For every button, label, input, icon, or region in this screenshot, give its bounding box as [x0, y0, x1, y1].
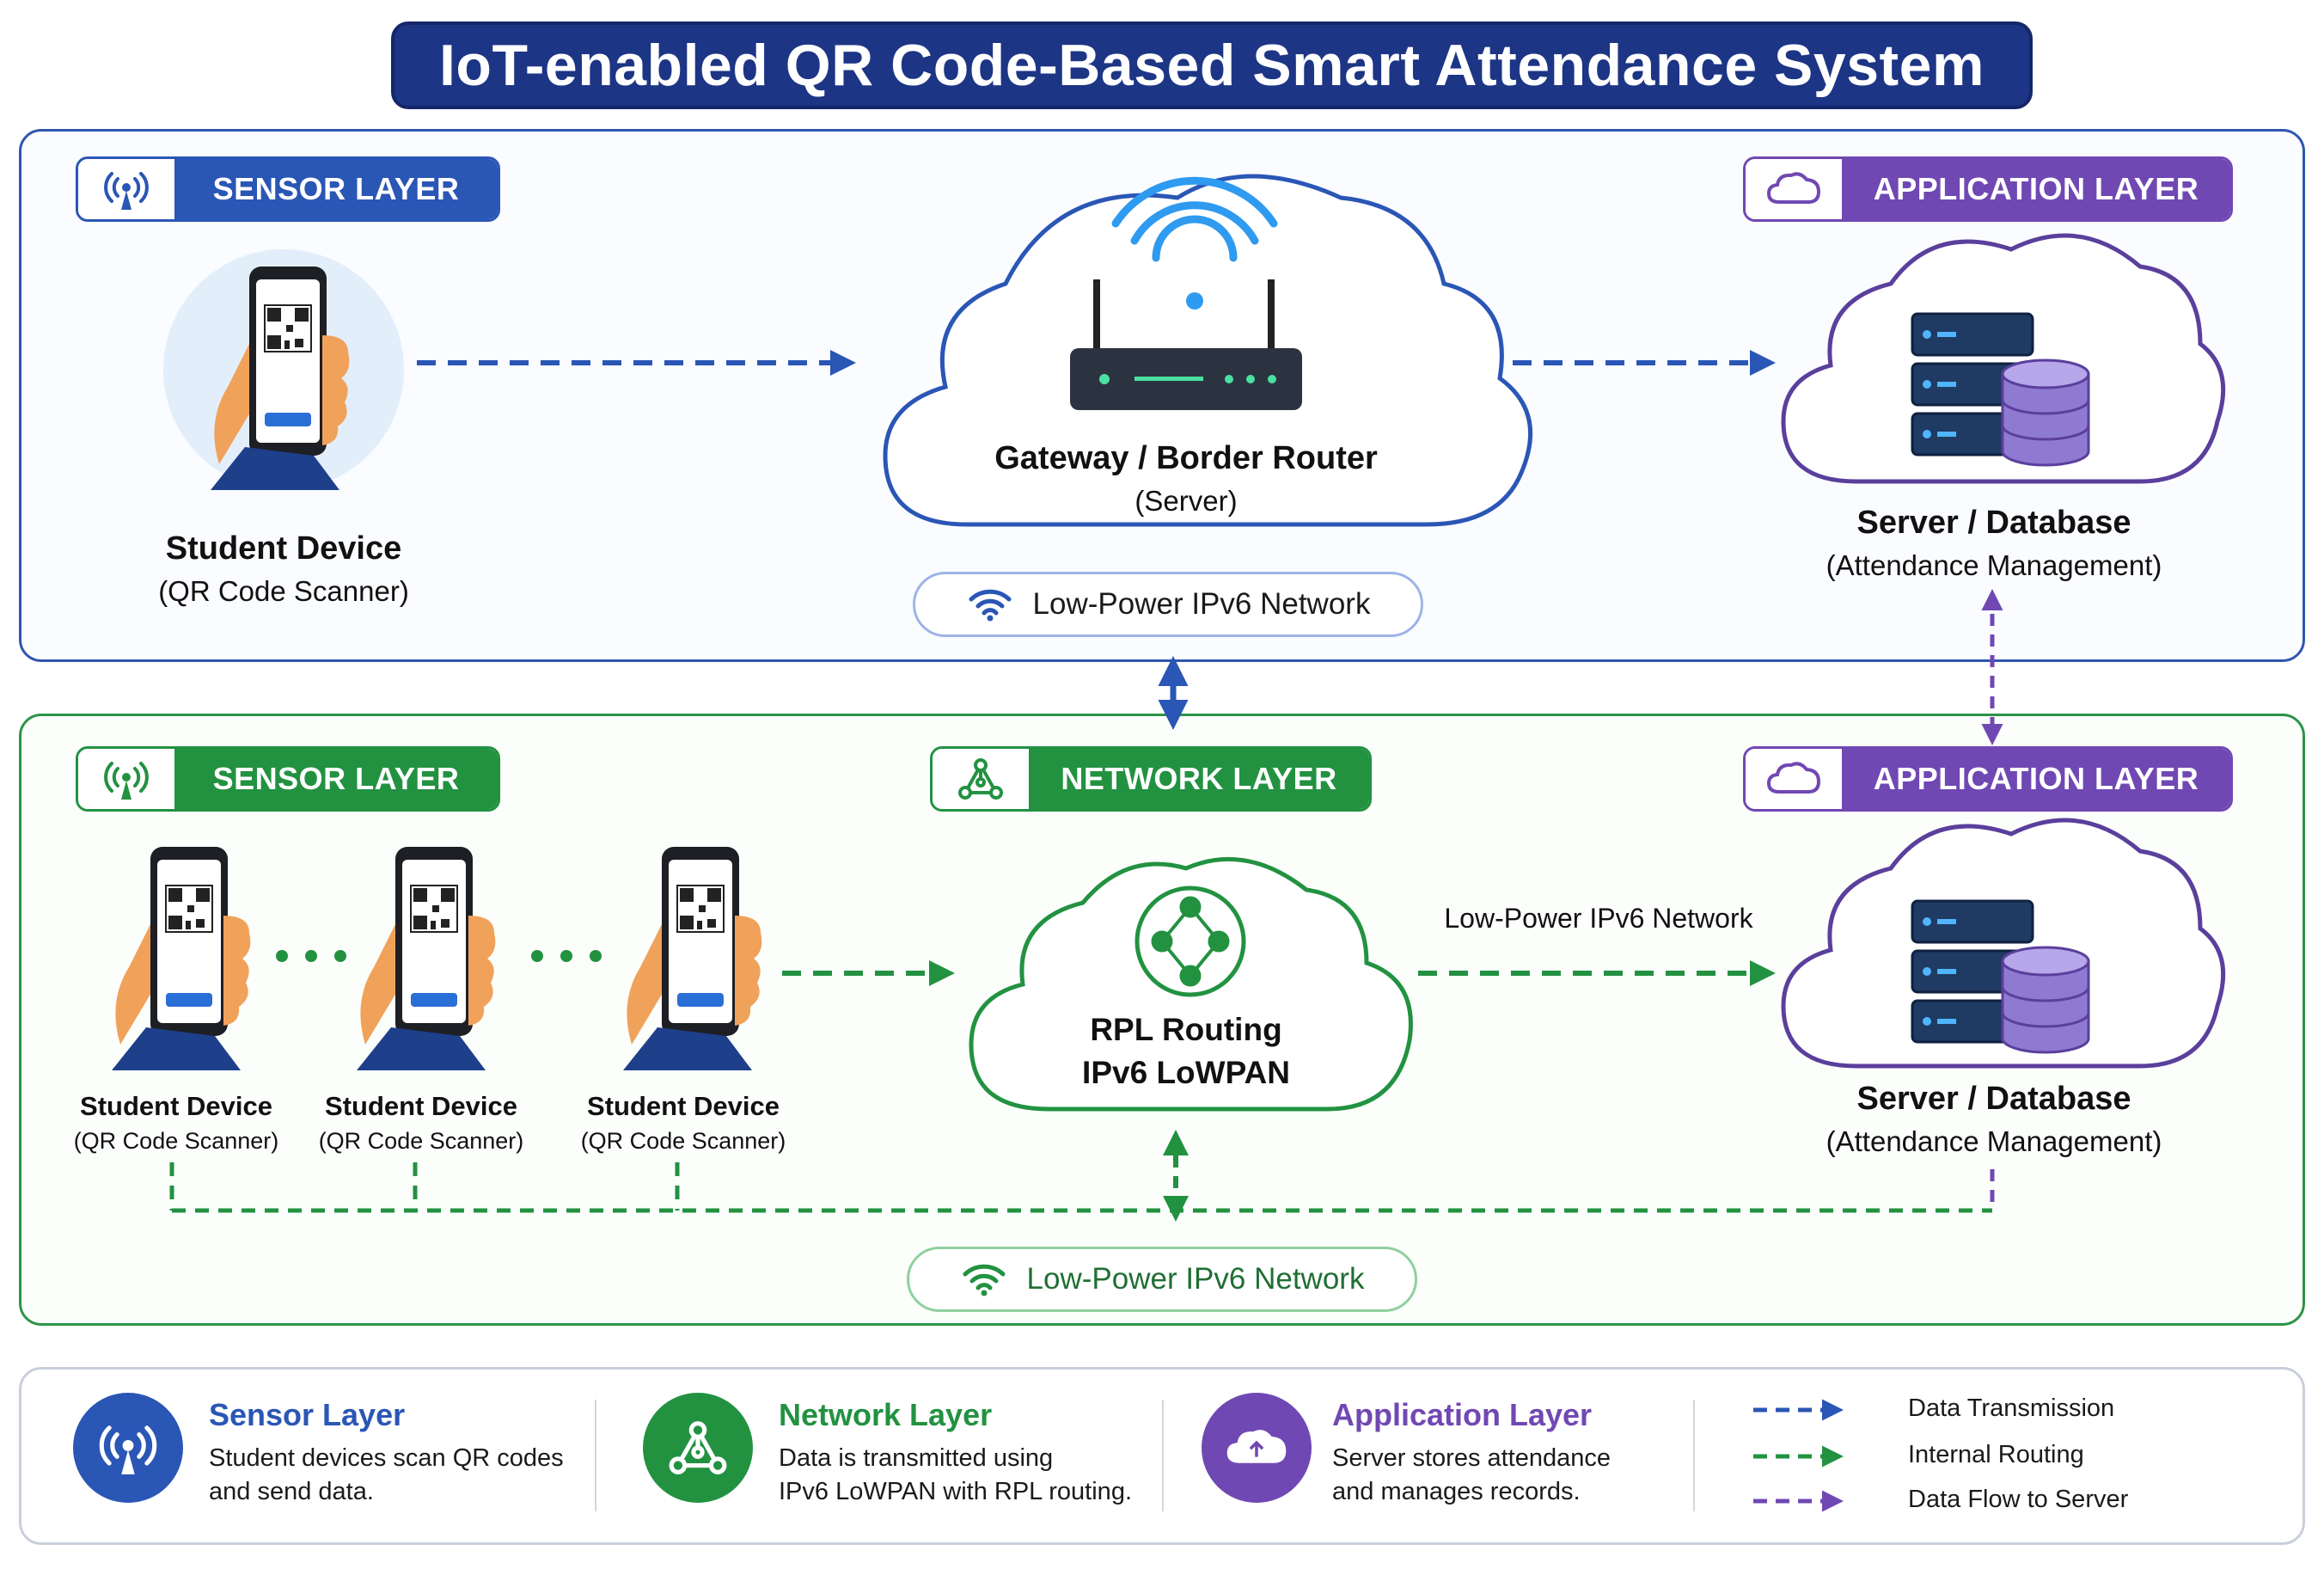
- network-layer-badge: NETWORK LAYER: [930, 746, 1372, 812]
- legend-divider: [595, 1400, 596, 1511]
- top-sensor-layer-label: SENSOR LAYER: [174, 159, 498, 219]
- bottom-student-device-label-1: Student Device (QR Code Scanner): [73, 1091, 279, 1154]
- title-bar: IoT-enabled QR Code-Based Smart Attendan…: [391, 21, 2033, 109]
- legend-network: Network Layer Data is transmitted using …: [779, 1397, 1132, 1506]
- cloud-icon: [1746, 749, 1842, 809]
- legend-internal-routing: Internal Routing: [1908, 1441, 2084, 1468]
- legend-sensor-icon: [73, 1393, 183, 1503]
- bottom-student-device-label-2: Student Device (QR Code Scanner): [318, 1091, 524, 1154]
- bottom-application-layer-label: APPLICATION LAYER: [1842, 749, 2230, 809]
- cloud-icon: [1746, 159, 1842, 219]
- legend-divider: [1693, 1400, 1695, 1511]
- legend-application-icon: [1202, 1393, 1312, 1503]
- antenna-icon: [78, 749, 174, 809]
- legend-data-transmission: Data Transmission: [1908, 1394, 2115, 1422]
- top-sensor-layer-badge: SENSOR LAYER: [76, 156, 500, 222]
- page-title: IoT-enabled QR Code-Based Smart Attendan…: [439, 33, 1985, 98]
- top-student-device-label: Student Device (QR Code Scanner): [158, 530, 409, 607]
- wifi-icon: [963, 1264, 1006, 1296]
- legend-divider: [1162, 1400, 1164, 1511]
- legend-network-icon: [643, 1393, 753, 1503]
- bottom-sensor-layer-label: SENSOR LAYER: [174, 749, 498, 809]
- legend-data-flow-to-server: Data Flow to Server: [1908, 1486, 2129, 1513]
- network-layer-label: NETWORK LAYER: [1029, 749, 1369, 809]
- bottom-network-pill: Low-Power IPv6 Network: [907, 1247, 1417, 1312]
- bottom-link-label: Low-Power IPv6 Network: [1444, 903, 1753, 934]
- top-network-pill: Low-Power IPv6 Network: [913, 572, 1423, 637]
- bottom-student-device-label-3: Student Device (QR Code Scanner): [580, 1091, 786, 1154]
- bottom-application-layer-badge: APPLICATION LAYER: [1743, 746, 2233, 812]
- rpl-label: RPL Routing IPv6 LoWPAN: [1082, 1012, 1290, 1091]
- legend-application: Application Layer Server stores attendan…: [1332, 1397, 1612, 1506]
- top-server-label: Server / Database (Attendance Management…: [1826, 505, 2162, 581]
- bottom-server-label: Server / Database (Attendance Management…: [1826, 1081, 2162, 1157]
- top-application-layer-badge: APPLICATION LAYER: [1743, 156, 2233, 222]
- network-nodes-icon: [933, 749, 1029, 809]
- wifi-icon: [969, 589, 1012, 622]
- top-application-layer-label: APPLICATION LAYER: [1842, 159, 2230, 219]
- antenna-icon: [78, 159, 174, 219]
- legend-sensor: Sensor Layer Student devices scan QR cod…: [209, 1397, 564, 1506]
- gateway-label: Gateway / Border Router (Server): [994, 440, 1378, 517]
- bottom-sensor-layer-badge: SENSOR LAYER: [76, 746, 500, 812]
